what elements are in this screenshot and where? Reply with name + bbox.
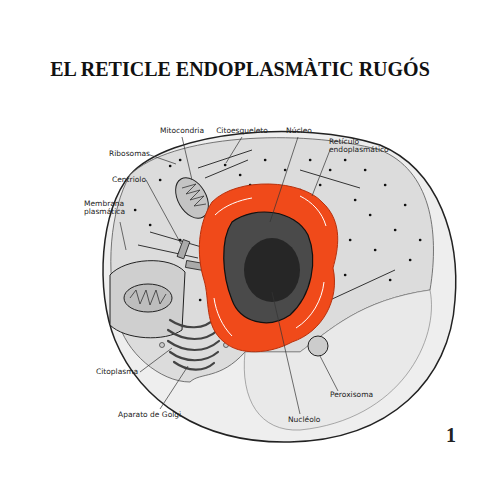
cell-hull [103,132,456,442]
part-label: Núcleo [280,127,318,135]
page-number: 1 [446,424,470,446]
mitochondrion-cristae [130,290,166,305]
golgi-apparatus [168,318,219,370]
mitochondrion [124,284,172,312]
nucleus [224,212,313,323]
part-label: Membrana plasmática [84,200,128,217]
part-label: Aparato de Golgi [118,411,190,419]
part-label: Ribosomas [100,150,150,158]
mitochondrion-cristae [182,184,206,206]
title: EL RETICLE ENDOPLASMÀTIC RUGÓS [0,58,480,81]
part-label: Retículo endoplasmático [329,138,385,155]
vesicle [160,343,165,348]
part-label: Peroxisoma [330,391,380,399]
cell-bulge [110,261,185,338]
part-label: Citoesqueleto [214,127,270,135]
centriole [177,240,190,259]
part-label: Mitocondria [157,127,207,135]
leader-lines [120,137,338,414]
part-label: Citoplasma [96,368,146,376]
part-label: Centriolo [96,176,146,184]
peroxisome [308,336,328,356]
part-label: Nucléolo [288,416,328,424]
rough-er [199,184,337,352]
er-folds [214,196,326,336]
